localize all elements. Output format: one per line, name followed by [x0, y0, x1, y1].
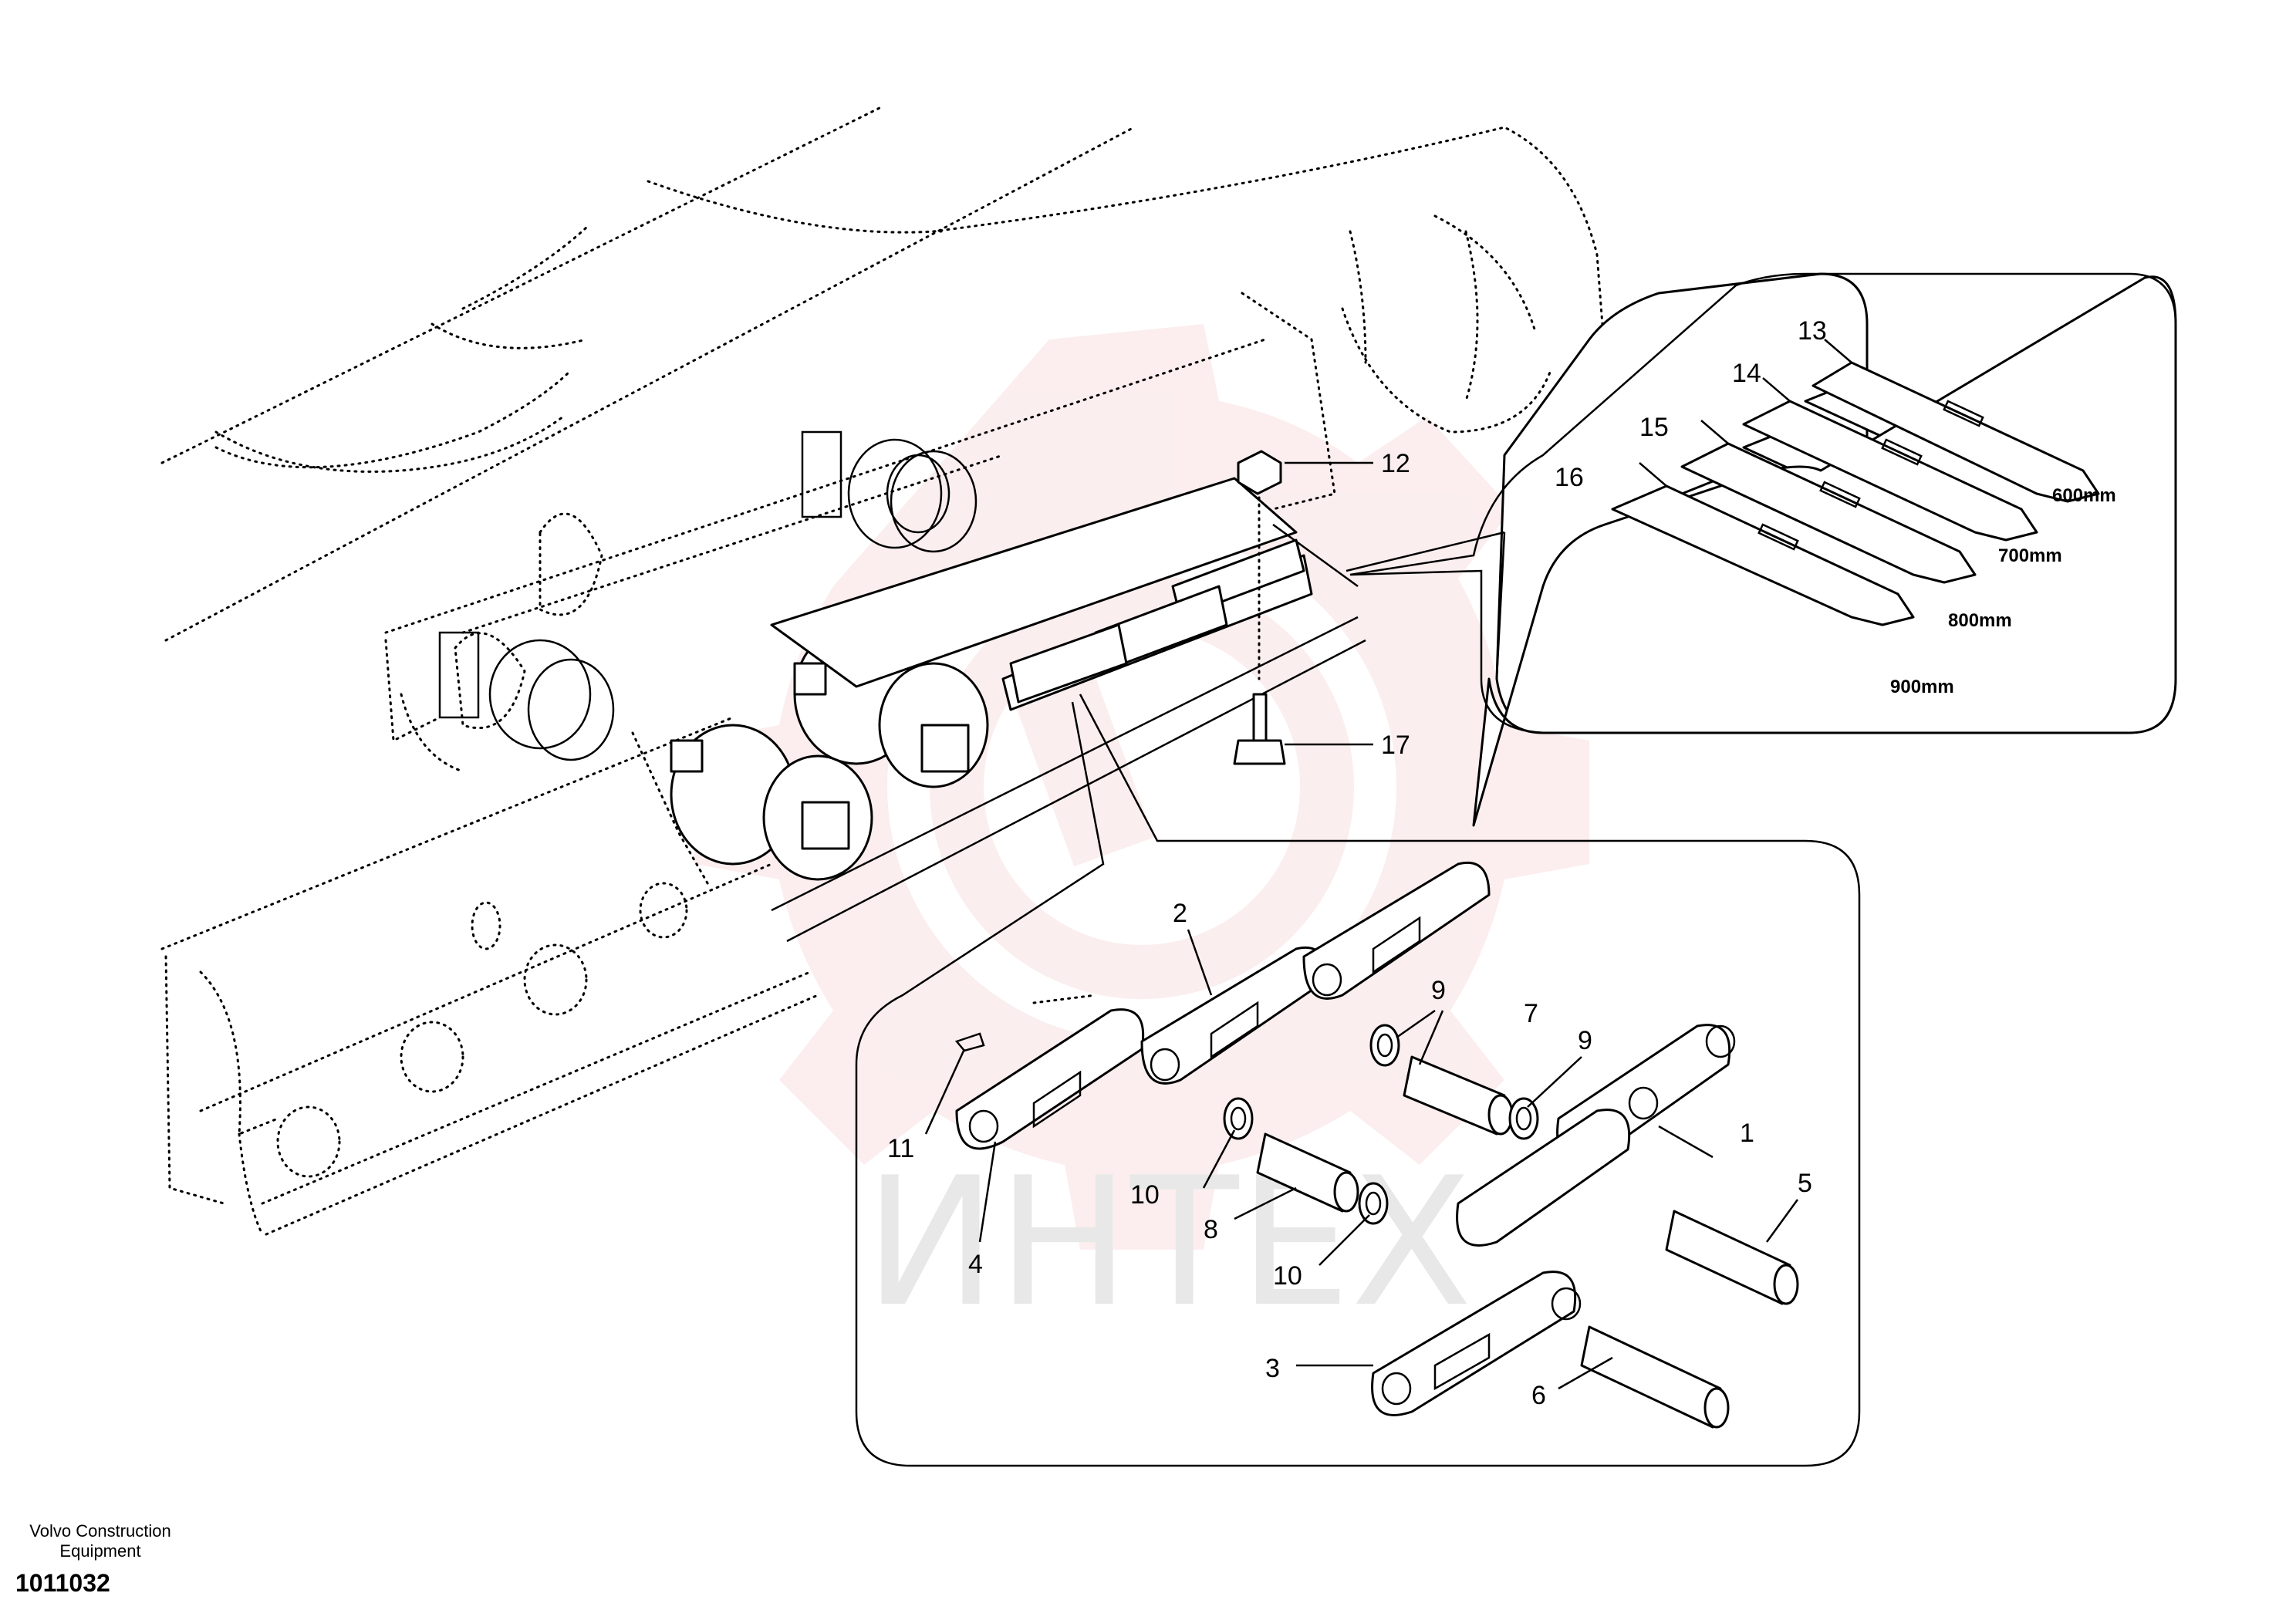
shoe-plate-800	[1680, 442, 1977, 584]
brand-line-1: Volvo Construction	[29, 1521, 171, 1541]
shoe-plate-700	[1742, 400, 2038, 542]
track-link-2	[1140, 862, 1491, 1085]
seal-9a	[1369, 1024, 1400, 1067]
shoe-plate-600	[1811, 361, 2100, 503]
callout-10a: 10	[1130, 1180, 1160, 1210]
footer: Volvo Construction Equipment 1011032	[15, 1521, 216, 1598]
callout-10b: 10	[1273, 1261, 1302, 1291]
pin-5	[1665, 1210, 1799, 1305]
callout-4: 4	[968, 1250, 983, 1279]
watermark-gear-shape	[694, 324, 1589, 1250]
callout-6: 6	[1531, 1381, 1546, 1410]
carrier-roller	[801, 430, 977, 553]
track-roller-1	[670, 724, 873, 881]
carrier-roller-lower	[438, 631, 615, 761]
callout-13: 13	[1798, 316, 1827, 346]
size-700: 700mm	[1998, 545, 2062, 566]
callout-9a: 9	[1431, 976, 1446, 1005]
callout-3: 3	[1265, 1354, 1280, 1383]
callout-9b: 9	[1578, 1026, 1592, 1055]
size-900: 900mm	[1890, 677, 1954, 697]
watermark-gear-ring	[930, 575, 1354, 999]
track-link-4	[955, 1008, 1145, 1150]
watermark-gear-hole	[887, 532, 1396, 1041]
track-link-3	[1371, 1271, 1582, 1416]
callout-7: 7	[1524, 999, 1538, 1028]
track-link-1	[1456, 1024, 1736, 1247]
shoe-size-labels: 600mm 700mm 800mm 900mm	[1890, 485, 2116, 697]
callout-5: 5	[1798, 1169, 1812, 1198]
spacer-10a	[1223, 1097, 1254, 1140]
callout-12: 12	[1381, 449, 1410, 478]
callout-17: 17	[1381, 731, 1410, 760]
brand-line-2: Equipment	[59, 1541, 141, 1561]
machine-outline	[160, 106, 1606, 1236]
track-chain-assembly	[770, 477, 1366, 943]
callout-16: 16	[1555, 463, 1584, 492]
callout-14: 14	[1732, 359, 1761, 388]
callout-11: 11	[887, 1134, 914, 1163]
nut-part	[1237, 450, 1282, 680]
bolt-part	[1233, 693, 1286, 765]
drawing-number: 1011032	[15, 1569, 110, 1597]
callout-labels: 1 2 3 4 5 6 7 8 9 9 10 10 11 12 13 14 15…	[887, 316, 1827, 1410]
callout-15: 15	[1639, 413, 1669, 442]
pin-6	[1580, 1325, 1730, 1429]
seal-9b	[1508, 1097, 1539, 1140]
size-600: 600mm	[2052, 485, 2116, 506]
callout-1: 1	[1740, 1119, 1754, 1148]
size-800: 800mm	[1948, 610, 2012, 631]
inset-frame-border	[1349, 272, 2177, 734]
link-inset-frame	[855, 694, 1861, 1467]
watermark-text: ИНТЕХ	[864, 1140, 1472, 1346]
callout-2: 2	[1173, 899, 1187, 928]
leader-lines	[924, 339, 1852, 1390]
shoe-plate-900	[1611, 484, 1915, 626]
clip-11	[954, 994, 1097, 1052]
pin-8	[1256, 1132, 1359, 1213]
callout-8: 8	[1204, 1215, 1218, 1244]
spacer-10b	[1358, 1182, 1389, 1225]
